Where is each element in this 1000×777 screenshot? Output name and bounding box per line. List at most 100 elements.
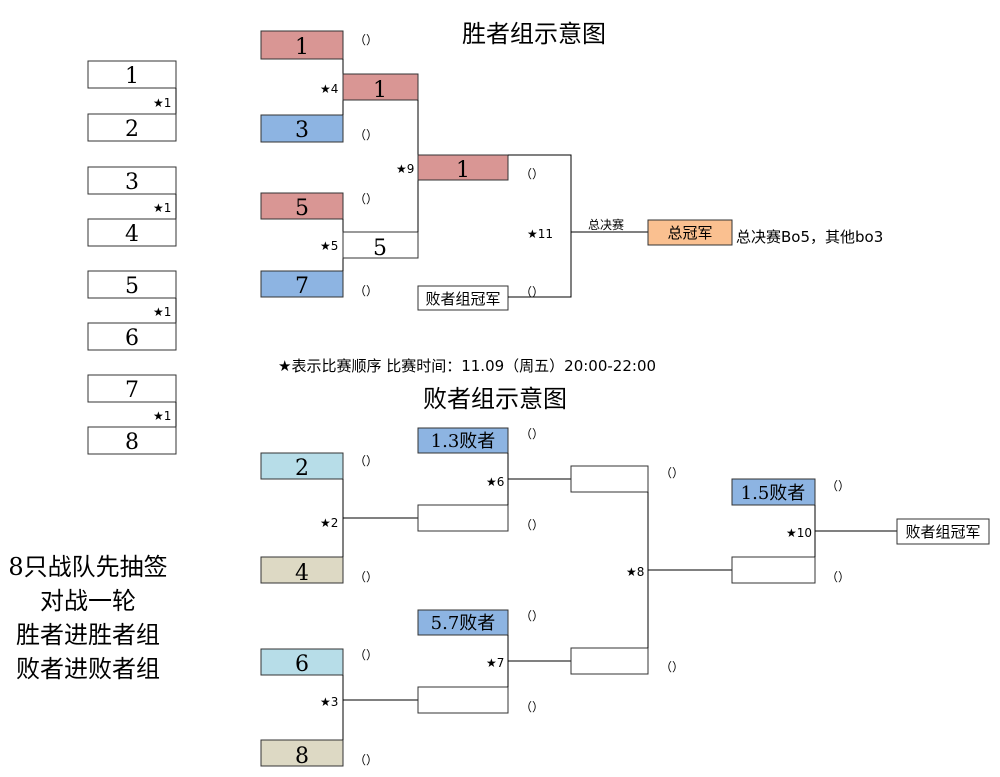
team-slot xyxy=(731,556,816,584)
intro-line: 败者进败者组 xyxy=(16,655,160,683)
team-slot xyxy=(342,231,419,259)
team-label: 6 xyxy=(295,652,309,677)
draw-slot-label: 4 xyxy=(125,222,139,247)
team-label: 1 xyxy=(373,78,387,103)
draw-pair-4: 7 ★1 8 xyxy=(87,374,177,455)
match-label: ★5 xyxy=(320,239,338,253)
score-placeholder: （） xyxy=(520,609,544,623)
team-slot xyxy=(570,465,649,493)
draw-slot-label: 7 xyxy=(125,378,139,403)
team-label: 5.7败者 xyxy=(431,613,496,634)
final-label: 总决赛 xyxy=(588,217,624,232)
draw-pair-1: 1 ★1 2 xyxy=(87,60,177,142)
score-placeholder: （） xyxy=(826,570,850,584)
draw-pair-2: 3 ★1 4 xyxy=(87,166,177,247)
team-slot xyxy=(417,609,509,636)
match-label: ★10 xyxy=(786,526,812,540)
losers-champion-slot xyxy=(896,518,990,545)
team-slot xyxy=(417,504,509,532)
intro-line: 8只战队先抽签 xyxy=(8,553,167,581)
team-slot xyxy=(417,154,509,181)
winners-title: 胜者组示意图 xyxy=(462,20,606,48)
draw-slot-label: 3 xyxy=(125,170,139,195)
team-slot xyxy=(260,192,344,220)
champion-slot xyxy=(647,219,733,246)
team-slot xyxy=(570,647,649,675)
match-label: ★11 xyxy=(527,227,553,241)
team-label: 5 xyxy=(373,236,387,261)
team-slot xyxy=(260,739,344,767)
score-placeholder: （） xyxy=(520,427,544,441)
score-placeholder: （） xyxy=(660,660,684,674)
team-slot xyxy=(417,427,509,454)
score-placeholder: （） xyxy=(354,648,378,662)
match-label: ★2 xyxy=(320,516,338,530)
draw-slot-label: 5 xyxy=(125,274,139,299)
score-placeholder: （） xyxy=(354,570,378,584)
team-label: 3 xyxy=(295,118,309,143)
team-slot xyxy=(731,478,816,506)
draw-slot-label: 2 xyxy=(125,117,139,142)
draw-slot-label: 8 xyxy=(125,430,139,455)
score-placeholder: （） xyxy=(660,466,684,480)
match-label: ★1 xyxy=(153,305,171,319)
team-label: 7 xyxy=(295,274,309,299)
intro-line: 胜者进胜者组 xyxy=(16,621,160,649)
team-slot xyxy=(260,648,344,676)
team-slot xyxy=(260,30,344,60)
draw-slot-label: 6 xyxy=(125,326,139,351)
match-label: ★3 xyxy=(320,695,338,709)
team-label: 4 xyxy=(295,561,309,586)
schedule-note: ★表示比赛顺序 比赛时间：11.09（周五）20:00-22:00 xyxy=(278,357,656,375)
format-note: 总决赛Bo5，其他bo3 xyxy=(736,228,883,246)
losers-champion-label: 败者组冠军 xyxy=(905,523,980,541)
score-placeholder: （） xyxy=(520,700,544,714)
match-label: ★1 xyxy=(153,409,171,423)
draw-slot xyxy=(87,166,177,195)
draw-slot xyxy=(87,60,177,89)
team-label: 2 xyxy=(295,456,309,481)
draw-slot xyxy=(87,113,177,142)
score-placeholder: （） xyxy=(520,285,544,299)
team-slot xyxy=(260,556,344,584)
score-placeholder: （） xyxy=(354,128,378,142)
losers-bracket: 2 （） 4 （） 6 （） 8 （） ★2 ★3 1.3败者 （） （） ★6… xyxy=(260,427,990,769)
draw-slot xyxy=(87,374,177,403)
team-slot xyxy=(417,686,509,714)
losers-title: 败者组示意图 xyxy=(423,385,567,413)
match-label: ★9 xyxy=(396,162,414,176)
score-placeholder: （） xyxy=(354,454,378,468)
team-label: 1 xyxy=(295,35,309,60)
intro-text: 8只战队先抽签 对战一轮 胜者进胜者组 败者进败者组 xyxy=(8,553,167,683)
intro-line: 对战一轮 xyxy=(40,587,136,615)
connector xyxy=(508,154,572,298)
match-label: ★6 xyxy=(486,475,504,489)
team-slot xyxy=(260,452,344,480)
draw-pair-3: 5 ★1 6 xyxy=(87,270,177,351)
score-placeholder: （） xyxy=(354,192,378,206)
team-slot xyxy=(260,114,344,143)
score-placeholder: （） xyxy=(354,284,378,298)
match-label: ★1 xyxy=(153,96,171,110)
draw-slot xyxy=(87,270,177,299)
losers-champion-slot xyxy=(417,285,509,311)
losers-champion-label: 败者组冠军 xyxy=(425,290,500,308)
score-placeholder: （） xyxy=(354,753,378,767)
match-label: ★1 xyxy=(153,201,171,215)
match-label: ★7 xyxy=(486,656,504,670)
team-slot xyxy=(342,73,419,101)
winners-bracket: 1 （） 3 （） 5 （） 7 （） ★4 ★5 1 5 ★9 1 （） 败者… xyxy=(260,30,883,311)
team-label: 1.3败者 xyxy=(431,431,496,452)
draw-slot xyxy=(87,426,177,455)
score-placeholder: （） xyxy=(520,167,544,181)
draw-slot xyxy=(87,218,177,247)
champion-label: 总冠军 xyxy=(667,224,712,242)
team-slot xyxy=(260,270,344,298)
score-placeholder: （） xyxy=(826,479,850,493)
team-label: 5 xyxy=(295,196,309,221)
team-label: 8 xyxy=(295,744,309,769)
match-label: ★8 xyxy=(626,565,644,579)
score-placeholder: （） xyxy=(354,33,378,47)
team-label: 1 xyxy=(456,158,470,183)
